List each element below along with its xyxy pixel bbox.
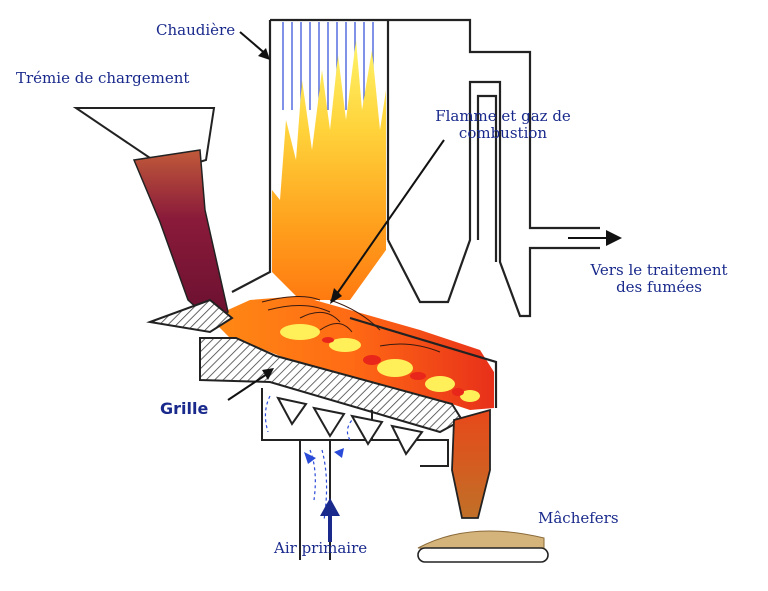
furnace-floor-line — [349, 316, 498, 408]
air-small-arrows — [304, 448, 344, 464]
pointer-arrowheads — [258, 48, 342, 380]
primary-air-arrow — [320, 498, 340, 542]
exhaust-arrow — [568, 230, 622, 246]
flame-column — [272, 40, 386, 300]
label-traitement-line2: des fumées — [616, 278, 702, 296]
label-traitement-line1: Vers le traitement — [590, 261, 728, 279]
slag-conveyor — [417, 530, 549, 563]
label-traitement: Vers le traitement des fumées — [584, 262, 734, 296]
label-air-primaire: Air primaire — [274, 539, 368, 557]
boiler-shell — [231, 18, 600, 318]
label-flamme-line1: Flamme et gaz de — [435, 107, 571, 125]
label-grille: Grille — [160, 399, 209, 418]
ash-outlet — [451, 408, 491, 519]
air-flow-dashes — [264, 395, 353, 521]
flame-swirls — [280, 324, 480, 402]
label-chaudiere: Chaudière — [156, 21, 236, 39]
burning-bed — [210, 296, 494, 410]
label-flamme: Flamme et gaz de combustion — [428, 108, 578, 142]
grate-upper-plate — [146, 298, 234, 334]
waste-chute — [132, 149, 229, 323]
air-distributors — [276, 396, 424, 456]
gas-flow-lines — [261, 296, 441, 353]
label-tremie: Trémie de chargement — [16, 69, 190, 87]
label-flamme-line2: combustion — [458, 124, 548, 142]
flame-red-spots — [322, 337, 464, 396]
label-machefers: Mâchefers — [538, 509, 619, 527]
